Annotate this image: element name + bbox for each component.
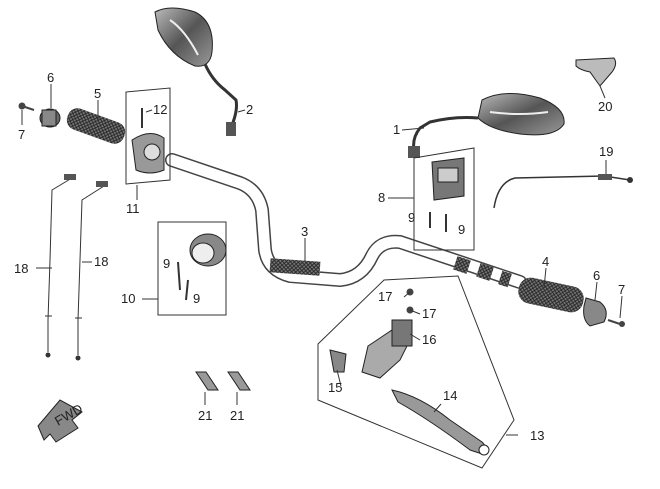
left-mirror [154, 7, 238, 136]
callout-1: 1 [393, 122, 400, 137]
callout-20: 20 [598, 99, 612, 114]
callout-18-left: 18 [14, 261, 28, 276]
switch-panel-10 [157, 221, 227, 316]
callout-9-d: 9 [193, 291, 200, 306]
callout-3: 3 [301, 224, 308, 239]
callout-21-b: 21 [230, 408, 244, 423]
callout-9-b: 9 [458, 222, 465, 237]
forward-direction-arrow: FWD [37, 399, 85, 443]
callout-19: 19 [599, 144, 613, 159]
callout-10: 10 [121, 291, 135, 306]
handlebar [165, 153, 527, 289]
callout-6-right: 6 [593, 268, 600, 283]
callout-5: 5 [94, 86, 101, 101]
callout-12: 12 [153, 102, 167, 117]
right-bar-end-screw [607, 319, 625, 327]
callout-7-left: 7 [18, 127, 25, 142]
callout-17-a: 17 [378, 289, 392, 304]
left-grip [66, 108, 126, 144]
callout-2: 2 [246, 102, 253, 117]
leader-lines [21, 84, 623, 436]
callout-14: 14 [443, 388, 457, 403]
callout-17-b: 17 [422, 306, 436, 321]
lever-assembly-panel [317, 275, 515, 469]
right-switch-panel [413, 147, 475, 251]
left-bar-end-screw [18, 102, 35, 111]
right-mirror [408, 93, 565, 158]
callout-6-left: 6 [47, 70, 54, 85]
callout-15: 15 [328, 380, 342, 395]
right-bar-end-weight [583, 297, 607, 327]
left-bar-end-weight [39, 108, 61, 128]
throttle-cables [45, 174, 108, 361]
right-grip [518, 277, 584, 313]
callout-13: 13 [530, 428, 544, 443]
callout-4: 4 [542, 254, 549, 269]
callout-18-right: 18 [94, 254, 108, 269]
callout-21-a: 21 [198, 408, 212, 423]
lever-cap [575, 57, 617, 87]
callout-9-c: 9 [163, 256, 170, 271]
callout-11: 11 [126, 201, 140, 216]
clamps [195, 371, 251, 391]
clutch-cable [493, 174, 633, 209]
callout-9-a: 9 [408, 210, 415, 225]
callout-16: 16 [422, 332, 436, 347]
callout-labels: 1 2 3 4 5 6 6 7 7 8 9 9 9 9 10 11 12 13 … [14, 70, 625, 443]
left-switch-panel [125, 87, 171, 185]
callout-7-right: 7 [618, 282, 625, 297]
callout-8: 8 [378, 190, 385, 205]
